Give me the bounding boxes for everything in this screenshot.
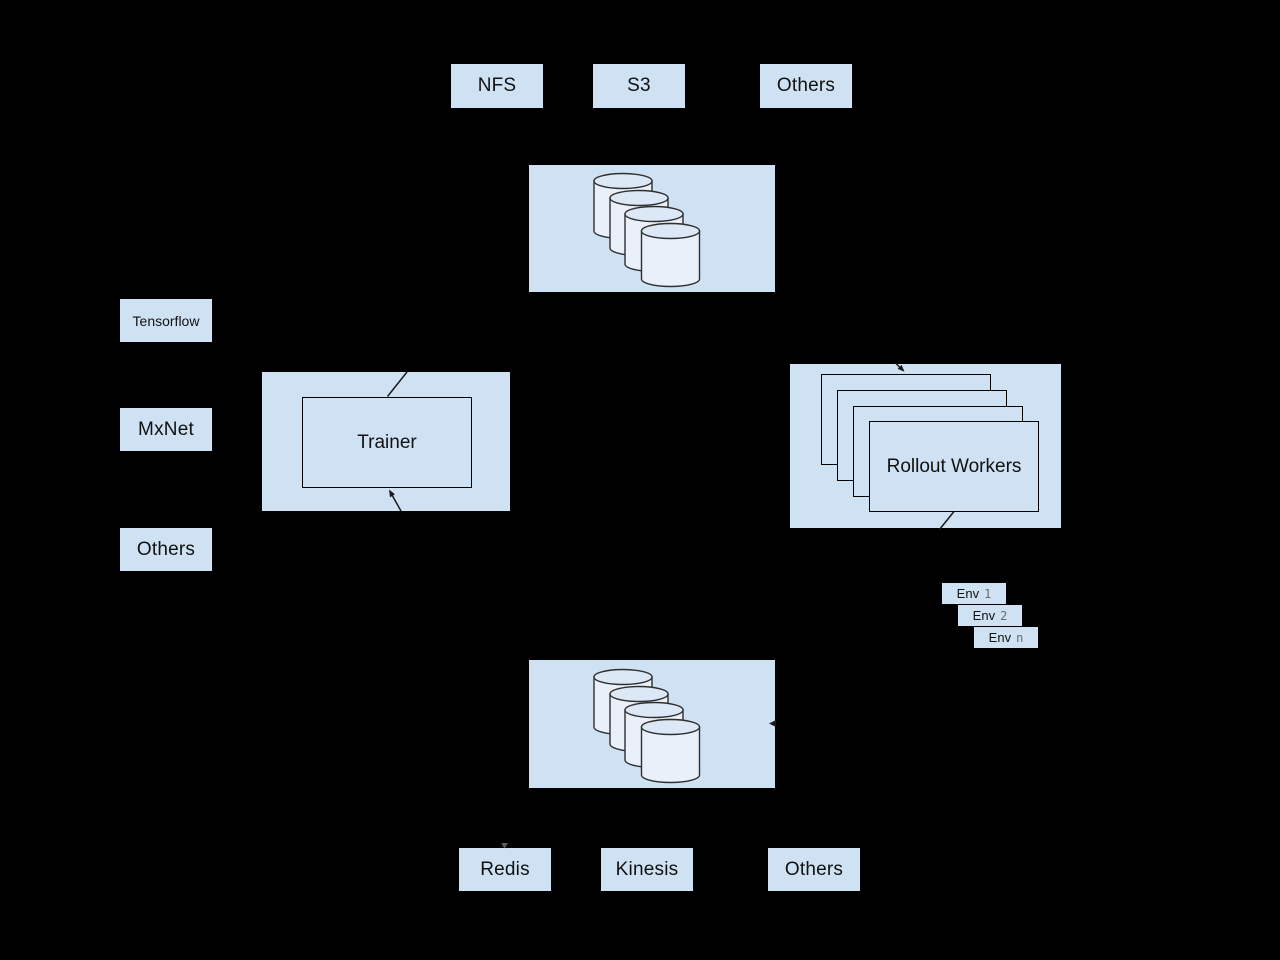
- rollout-workers-group: Rollout Workers: [790, 364, 1061, 528]
- trainer-group: Trainer: [262, 372, 510, 511]
- node-kinesis: Kinesis: [601, 848, 693, 891]
- database-cluster-icon: [593, 172, 701, 288]
- node-mxnet: MxNet: [120, 408, 212, 451]
- node-redis: Redis: [459, 848, 551, 891]
- database-cluster-icon: [593, 668, 701, 783]
- node-others-top: Others: [760, 64, 852, 108]
- env-index: n: [1016, 630, 1024, 645]
- env-index: 1: [984, 586, 992, 601]
- node-s3: S3: [593, 64, 685, 108]
- env-label: Env: [988, 630, 1012, 645]
- node-trainer: Trainer: [302, 397, 472, 488]
- node-others-bottom: Others: [768, 848, 860, 891]
- env-label: Env: [972, 608, 996, 623]
- node-nfs: NFS: [451, 64, 543, 108]
- node-others-frameworks: Others: [120, 528, 212, 571]
- node-bottom-datastore: [529, 660, 775, 788]
- node-tensorflow: Tensorflow: [120, 299, 212, 342]
- node-env-2: Env 2: [958, 605, 1022, 626]
- env-index: 2: [1000, 608, 1008, 623]
- node-env-1: Env 1: [942, 583, 1006, 604]
- node-rollout-workers: Rollout Workers: [869, 421, 1039, 512]
- node-top-datastore: [529, 165, 775, 292]
- env-label: Env: [956, 586, 980, 601]
